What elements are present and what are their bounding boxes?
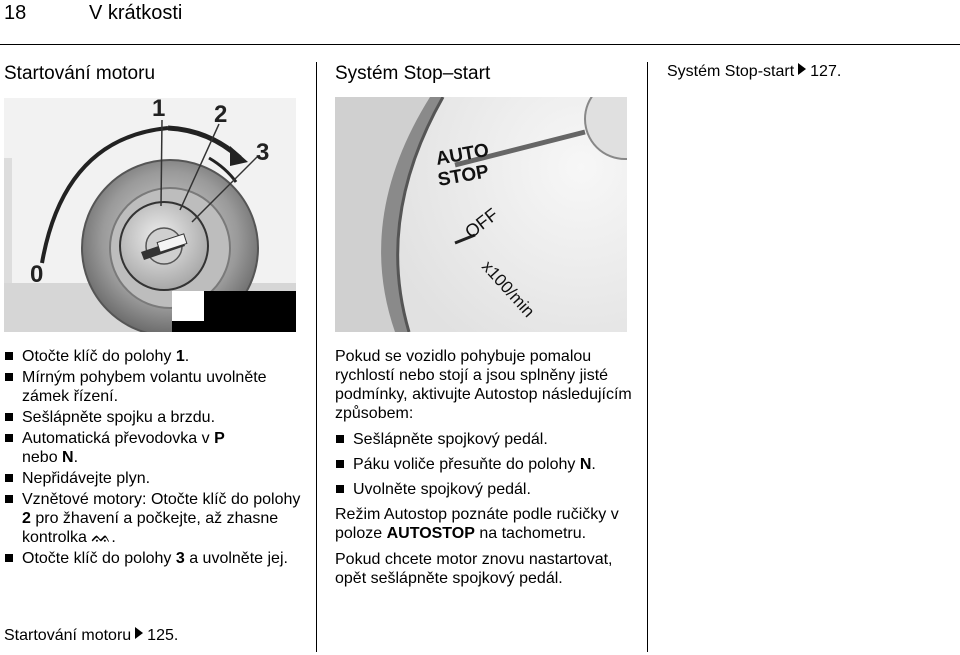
ignition-figure: 0 1 2 3 [4,98,296,332]
position-label-2: 2 [214,101,227,128]
list-item: Otočte klíč do polohy 3 a uvolněte jej. [4,549,304,568]
list-item: Sešlápněte spojkový pedál. [335,430,635,449]
page-ref-arrow-icon [135,627,144,639]
page-ref-arrow-icon [798,63,807,75]
list-item: Mírným pohybem volantu uvolněte zámek ří… [4,368,304,406]
position-label-1: 1 [152,98,165,122]
tachometer-illustration: AUTO STOP OFF x100/min [335,97,627,332]
page-title: V krátkosti [89,2,183,24]
position-label-3: 3 [256,139,269,166]
column-divider-left [316,62,317,652]
list-item: Páku voliče přesuňte do polohy N. [335,455,635,474]
page-number: 18 [4,2,27,24]
section-heading-stop-start: Systém Stop–start [335,63,491,84]
position-label-0: 0 [30,261,43,288]
autostop-intro-paragraph: Pokud se vozidlo pohybuje pomalou rychlo… [335,348,632,422]
list-item: Otočte klíč do polohy 1. [4,347,304,366]
autostop-indicator-paragraph: Režim Autostop poznáte podle ručičky v p… [335,506,619,542]
list-item: Nepřidávejte plyn. [4,469,304,488]
glow-plug-icon: ᨐ [91,527,112,547]
header-rule [0,44,960,45]
section-heading-engine-start: Startování motoru [4,63,156,84]
engine-start-steps: Otočte klíč do polohy 1. Mírným pohybem … [4,347,304,570]
ignition-lock-illustration: 0 1 2 3 [4,98,296,332]
list-item: Sešlápněte spojku a brzdu. [4,408,304,427]
column-divider-right [647,62,648,652]
restart-paragraph: Pokud chcete motor znovu nastartovat, op… [335,551,613,587]
tachometer-figure: AUTO STOP OFF x100/min [335,97,627,332]
stop-start-content: Pokud se vozidlo pohybuje pomalou rychlo… [335,347,635,595]
list-item: Uvolněte spojkový pedál. [335,480,635,499]
list-item: Vznětové motory: Otočte klíč do polohy 2… [4,490,304,547]
